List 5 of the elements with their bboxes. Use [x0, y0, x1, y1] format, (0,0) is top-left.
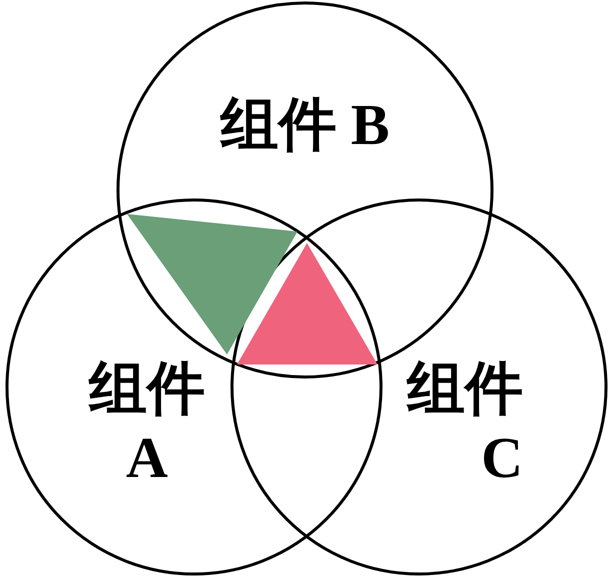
triangle: [126, 214, 297, 354]
circle-label: 组件 C: [405, 355, 523, 492]
circle-label: 组件 B: [218, 91, 391, 159]
triangle: [236, 243, 377, 364]
circle-label: 组件 A: [87, 355, 206, 492]
